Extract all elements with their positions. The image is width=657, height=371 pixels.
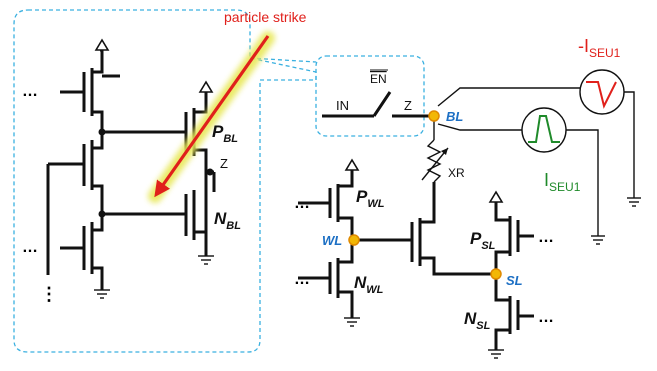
bl-node-label: BL <box>446 109 463 124</box>
enable-switch <box>322 91 432 118</box>
strike-label: particle strike <box>224 9 307 25</box>
switch-in-label: IN <box>336 98 349 113</box>
ellipsis-psl: … <box>538 229 554 246</box>
pos-source-label: ISEU1 <box>544 170 581 194</box>
switch-z-label: Z <box>404 98 412 113</box>
sl-node <box>490 268 502 280</box>
strike-arrow <box>154 35 270 198</box>
label-p-bl: PBL <box>212 122 238 145</box>
wl-node <box>348 234 360 246</box>
switch-box <box>315 55 425 137</box>
vdd-arrow-icon <box>94 38 110 51</box>
ellipsis-nsl: … <box>538 309 554 326</box>
label-p-wl: PWL <box>356 187 385 210</box>
ellipsis-top: … <box>22 83 38 100</box>
ellipsis-mid: … <box>22 239 38 256</box>
ellipsis-pwl: … <box>294 195 310 212</box>
latch-output-label: Z <box>220 156 228 171</box>
vdd-arrow-icon <box>198 80 214 93</box>
neg-source-label: -ISEU1 <box>578 36 621 60</box>
pos-pulse-icon <box>528 115 560 143</box>
latch-circuit <box>46 38 216 299</box>
current-sources <box>437 69 641 245</box>
label-n-sl: NSL <box>464 309 491 332</box>
ellipsis-vertical: ⋮ <box>40 284 58 304</box>
access-circuit <box>298 116 534 359</box>
sl-node-label: SL <box>506 273 523 288</box>
bl-node <box>428 110 440 122</box>
switch-en-label: EN <box>370 72 387 86</box>
label-n-bl: NBL <box>214 209 241 232</box>
label-n-wl: NWL <box>354 273 384 296</box>
neg-pulse-icon <box>586 81 617 109</box>
neg-source-circle <box>579 69 625 115</box>
ellipsis-nwl: … <box>294 271 310 288</box>
vdd-arrow-icon <box>344 158 360 171</box>
label-p-sl: PSL <box>470 229 496 252</box>
wl-node-label: WL <box>322 233 342 248</box>
vdd-arrow-icon <box>488 190 504 203</box>
pos-source-circle <box>521 107 567 153</box>
resistor-label: XR <box>448 166 465 180</box>
zoom-callout <box>13 9 317 353</box>
